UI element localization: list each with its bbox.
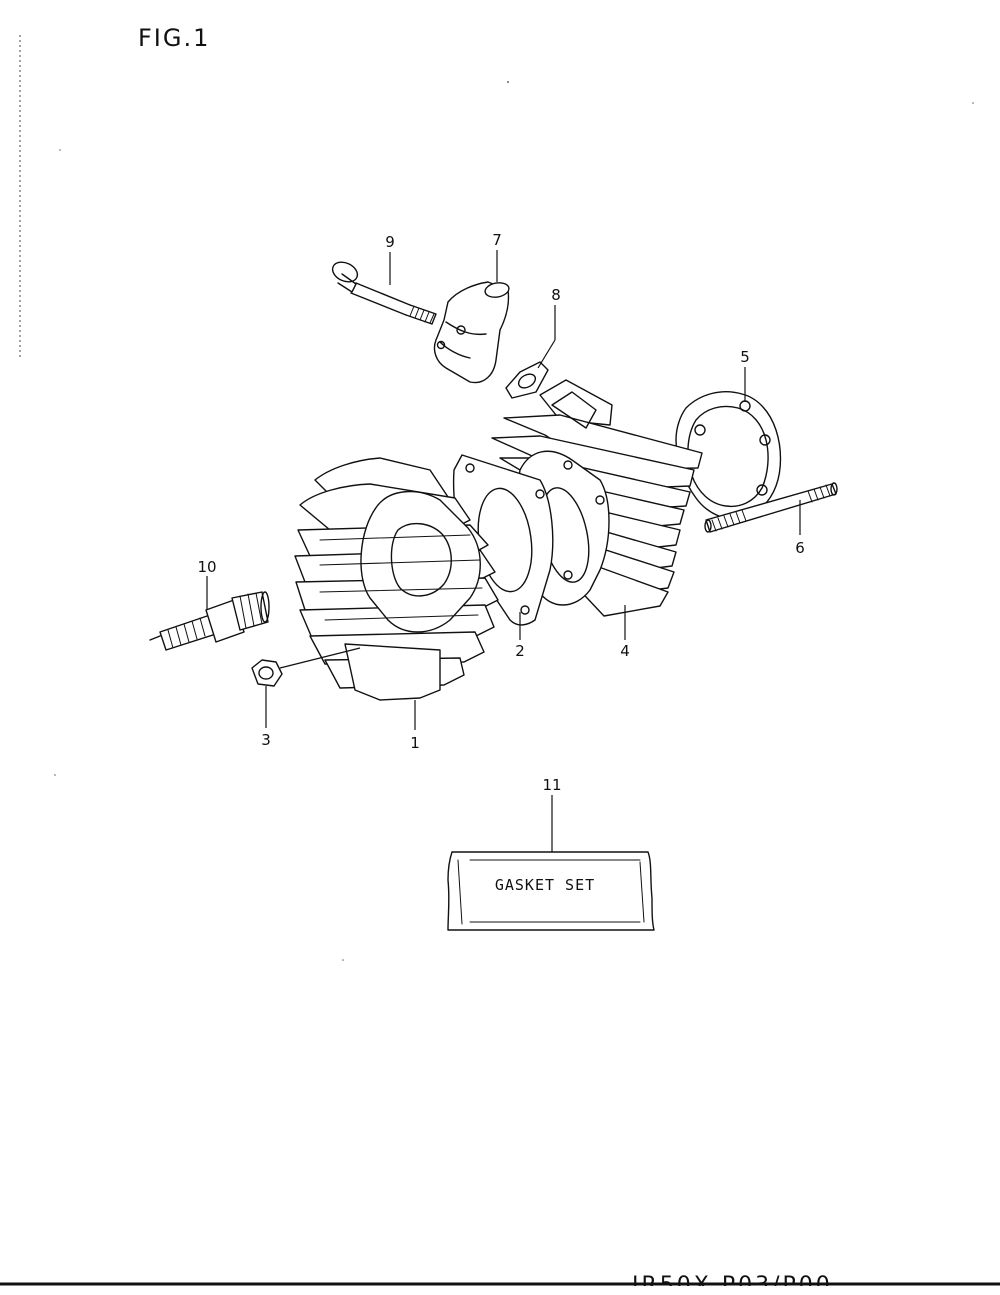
- callout-6: 6: [795, 539, 805, 557]
- part-8-intake-gasket: [505, 361, 549, 399]
- part-9-bolt: [331, 261, 437, 325]
- scan-speck: [342, 959, 344, 961]
- part-10-spark-plug: [149, 591, 270, 651]
- figure-title: FIG.1: [138, 24, 210, 52]
- callout-10: 10: [197, 558, 216, 576]
- gasket-set-label: GASKET SET: [495, 876, 595, 894]
- callout-8: 8: [551, 286, 561, 304]
- callout-7: 7: [492, 231, 502, 249]
- leader-line-8b: [537, 339, 556, 369]
- callout-2: 2: [515, 642, 525, 660]
- scan-speck: [972, 102, 974, 104]
- callout-4: 4: [620, 642, 630, 660]
- part-5-base-gasket: [675, 390, 782, 520]
- scan-speck: [507, 81, 509, 83]
- callout-9: 9: [385, 233, 395, 251]
- callout-1: 1: [410, 734, 420, 752]
- part-11-gasket-set: GASKET SET: [447, 851, 655, 931]
- callout-11: 11: [542, 776, 561, 794]
- part-4-cylinder: [491, 379, 703, 617]
- part-1-cylinder-head: [294, 457, 499, 701]
- scan-speck: [59, 149, 61, 151]
- part-7-intake-manifold: [433, 281, 510, 384]
- part-6-stud-bolt: [704, 482, 838, 533]
- callout-3: 3: [261, 731, 271, 749]
- callout-5: 5: [740, 348, 750, 366]
- part-3-nut: [251, 647, 361, 687]
- page-bottom-mask: [0, 1286, 1000, 1295]
- scan-speck: [54, 774, 56, 776]
